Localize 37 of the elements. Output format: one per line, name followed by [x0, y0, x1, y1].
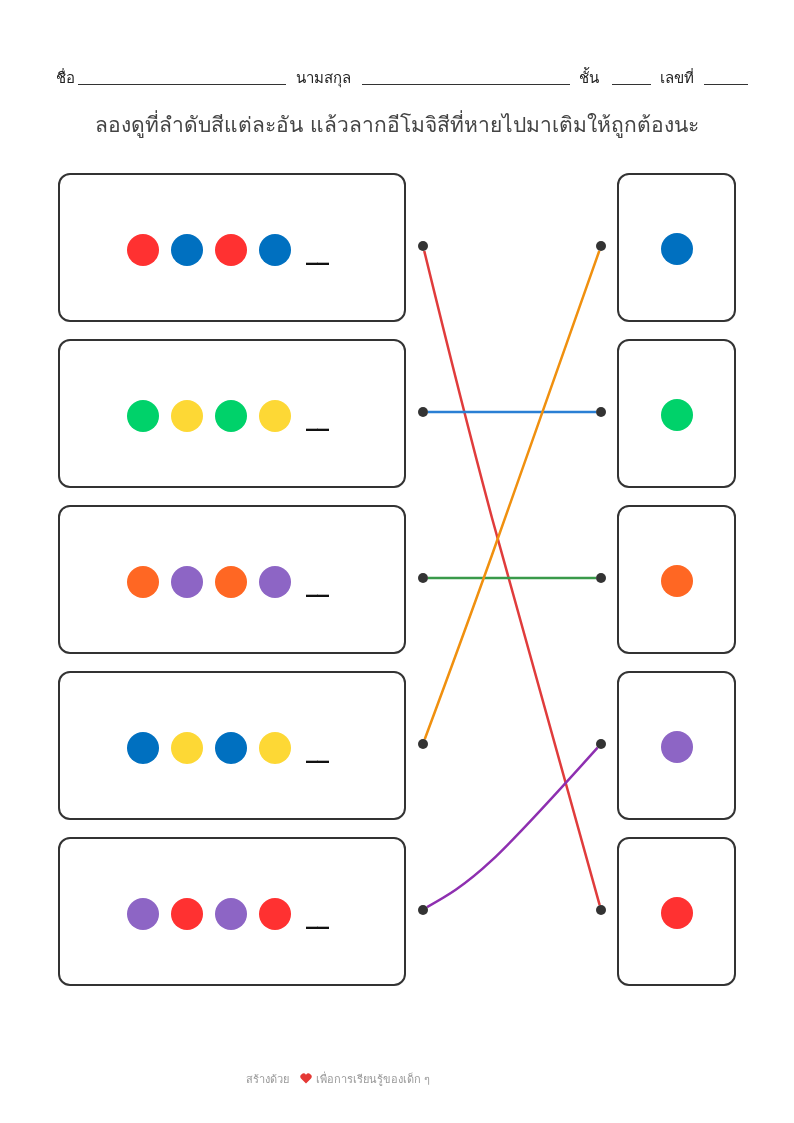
connector-dot	[418, 407, 428, 417]
pattern-card	[58, 173, 406, 322]
blank-line: __	[306, 901, 328, 929]
answer-card	[617, 505, 736, 654]
connector-dot	[418, 739, 428, 749]
matching-line	[423, 250, 601, 740]
title: ลองดูที่ลำดับสีแต่ละอัน แล้วลากอีโมจิสีที่หายไปมาเติมให้ถูกต้องนะ	[0, 108, 794, 141]
footer-text: สร้างด้วย	[246, 1072, 289, 1088]
answer-card	[617, 173, 736, 322]
field-label: นามสกุล	[296, 68, 351, 90]
pattern-card	[58, 505, 406, 654]
pattern-card	[58, 671, 406, 820]
blank-line: __	[306, 569, 328, 597]
connector-dot	[596, 241, 606, 251]
matching-line	[428, 410, 596, 414]
connector-dot	[596, 905, 606, 915]
matching-line	[428, 576, 596, 580]
field-label: เลขที่	[660, 67, 694, 89]
pattern-card	[58, 339, 406, 488]
blank-line: __	[306, 735, 328, 763]
answer-card	[617, 837, 736, 986]
answer-card	[617, 339, 736, 488]
blank-line: __	[306, 403, 328, 431]
field-label: ชั้น	[579, 66, 599, 89]
connector-dot	[596, 407, 606, 417]
connector-dot	[418, 573, 428, 583]
pattern-card	[58, 837, 406, 986]
footer-text: เพื่อการเรียนรู้ของเด็ก ๆ	[316, 1070, 431, 1088]
connector-dot	[596, 573, 606, 583]
connector-dot	[418, 241, 428, 251]
blank-line: __	[306, 237, 328, 265]
answer-card	[617, 671, 736, 820]
matching-line	[423, 250, 601, 906]
connector-dot	[418, 905, 428, 915]
connector-dot	[596, 739, 606, 749]
matching-line	[426, 746, 599, 909]
field-label: ชื่อ	[56, 67, 75, 89]
